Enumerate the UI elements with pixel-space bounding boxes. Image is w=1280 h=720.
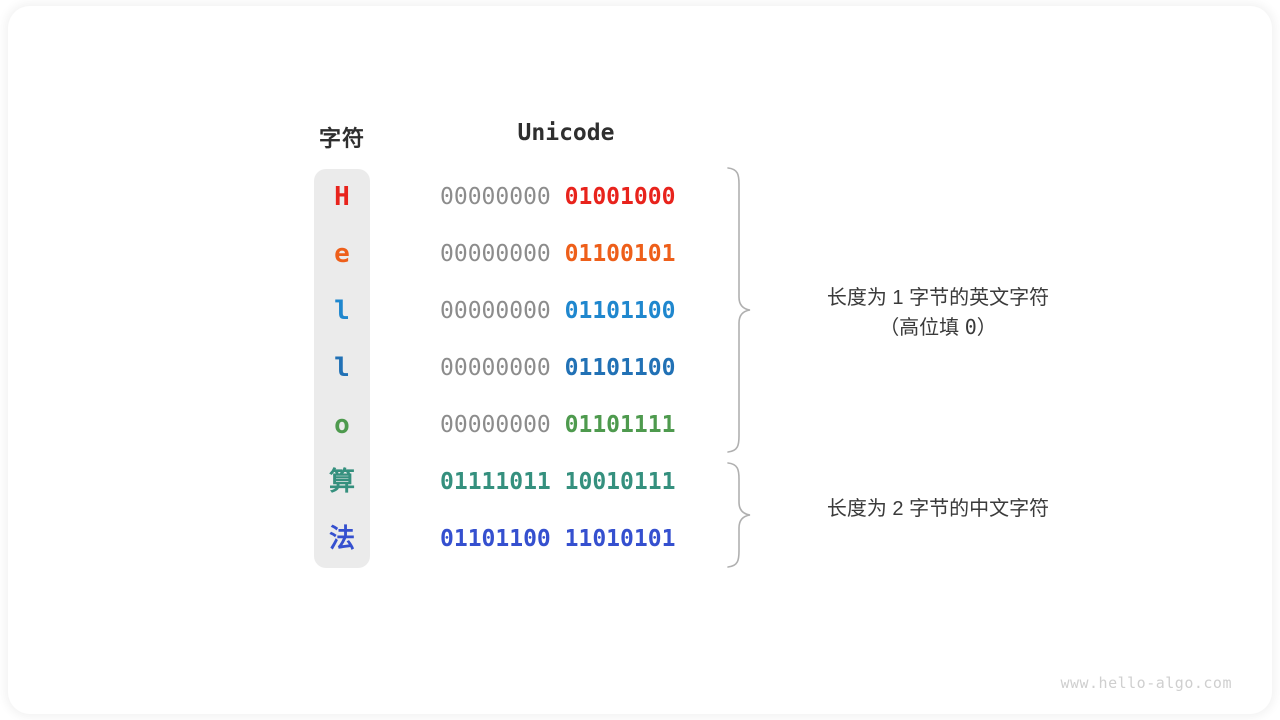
binary-low-byte: 11010101 <box>564 526 676 552</box>
binary-low-byte: 01101100 <box>564 298 676 324</box>
binary-high-byte: 00000000 <box>440 298 551 324</box>
annotation-english: 长度为 1 字节的英文字符 （高位填 0） <box>768 284 1108 343</box>
character-cell: l <box>334 353 350 383</box>
binary-low-byte: 01001000 <box>564 184 676 210</box>
binary-row: 00000000 01001000 <box>440 169 700 226</box>
binary-row: 00000000 01100101 <box>440 226 700 283</box>
character-cell: l <box>334 296 350 326</box>
column-header-unicode: Unicode <box>517 120 615 146</box>
binary-high-byte: 01101100 <box>440 526 551 552</box>
character-cell: e <box>334 239 350 269</box>
annotation-english-line2-prefix: （高位填 <box>879 317 965 339</box>
binary-row: 01101100 11010101 <box>440 511 700 568</box>
binary-high-byte: 00000000 <box>440 184 551 210</box>
character-cell: 算 <box>328 467 355 497</box>
annotation-english-line2: （高位填 0） <box>768 313 1108 343</box>
binary-low-byte: 10010111 <box>564 469 676 495</box>
binary-low-byte: 01101100 <box>564 355 676 381</box>
binary-low-byte: 01101111 <box>564 412 676 438</box>
annotation-english-line2-suffix: ） <box>976 317 997 339</box>
character-cell: H <box>334 182 350 212</box>
binary-row: 00000000 01101111 <box>440 397 700 454</box>
binary-row: 00000000 01101100 <box>440 283 700 340</box>
binary-low-byte: 01100101 <box>564 241 676 267</box>
character-cell: 法 <box>328 524 355 554</box>
column-header-character: 字符 <box>318 126 365 151</box>
binary-row: 00000000 01101100 <box>440 340 700 397</box>
watermark: www.hello-algo.com <box>1060 674 1232 692</box>
annotation-chinese: 长度为 2 字节的中文字符 <box>768 495 1108 524</box>
annotation-english-line2-zero: 0 <box>964 315 977 339</box>
binary-high-byte: 00000000 <box>440 412 551 438</box>
binary-high-byte: 01111011 <box>440 469 551 495</box>
annotation-english-line1: 长度为 1 字节的英文字符 <box>826 287 1050 309</box>
annotation-chinese-line1: 长度为 2 字节的中文字符 <box>826 498 1050 520</box>
binary-row: 01111011 10010111 <box>440 454 700 511</box>
binary-high-byte: 00000000 <box>440 355 551 381</box>
binary-high-byte: 00000000 <box>440 241 551 267</box>
character-cell: o <box>334 410 350 440</box>
brace-chinese-group <box>727 462 751 568</box>
brace-english-group <box>727 167 751 453</box>
